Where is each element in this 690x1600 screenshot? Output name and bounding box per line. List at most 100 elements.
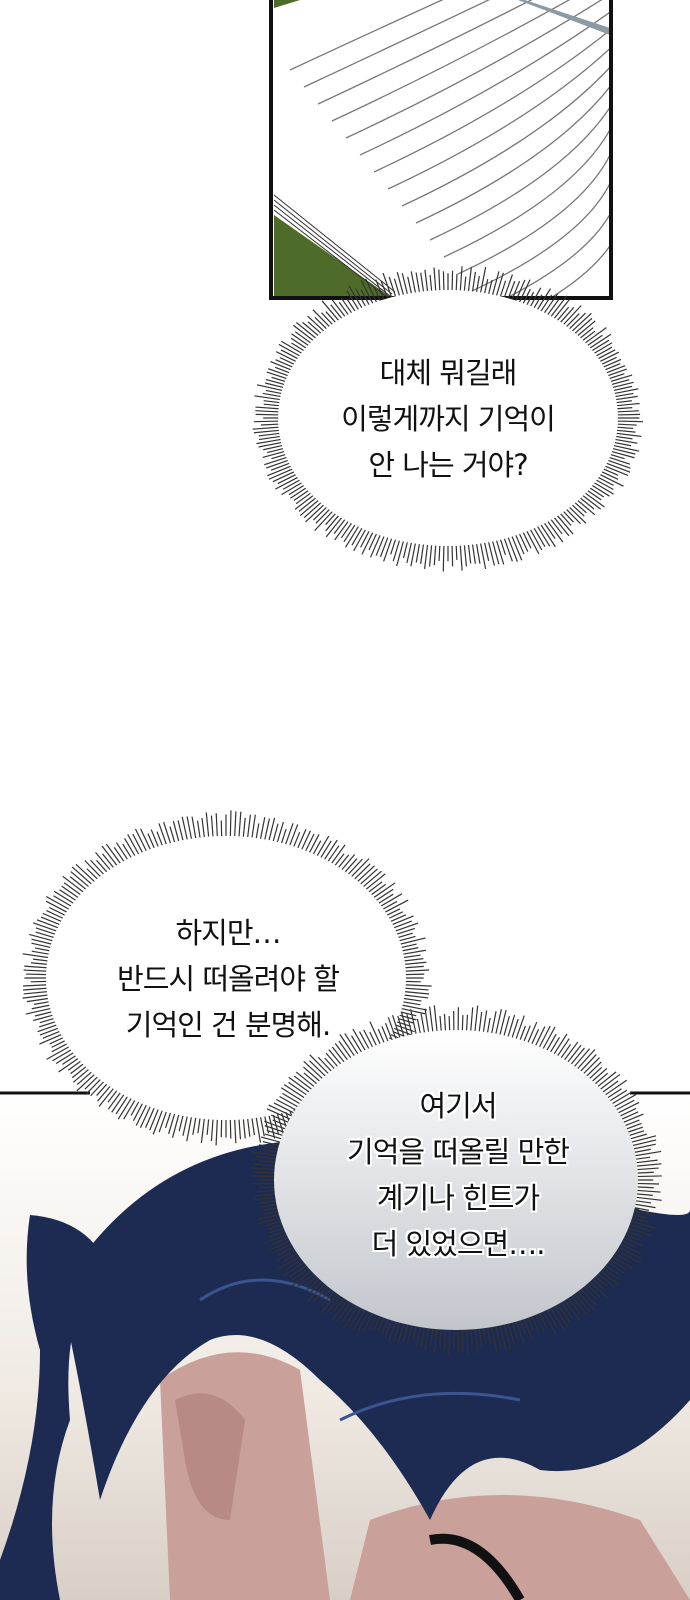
spike xyxy=(535,1027,545,1047)
spike xyxy=(401,948,419,951)
spike xyxy=(187,816,192,840)
spike xyxy=(616,411,639,412)
spike xyxy=(616,408,633,409)
spike xyxy=(285,823,293,846)
spike xyxy=(394,923,418,931)
spike xyxy=(404,966,424,967)
spike xyxy=(636,1183,659,1184)
spike xyxy=(62,1055,77,1065)
spike xyxy=(114,847,125,862)
spike xyxy=(614,396,637,399)
bubble-line: 안 나는 거야? xyxy=(341,442,555,488)
spike xyxy=(616,414,640,415)
spike xyxy=(471,1007,473,1032)
spike xyxy=(484,541,488,561)
spike xyxy=(464,543,466,566)
spike xyxy=(24,970,49,971)
spike xyxy=(479,1012,482,1033)
spike xyxy=(397,540,404,566)
spike xyxy=(434,1005,437,1033)
spike xyxy=(339,302,349,316)
spike xyxy=(289,824,298,847)
spike xyxy=(606,369,626,376)
spike xyxy=(602,468,618,475)
spike xyxy=(141,829,151,851)
spike xyxy=(43,913,63,922)
spike xyxy=(264,401,282,403)
spike xyxy=(612,445,639,451)
spike xyxy=(519,532,528,551)
spike xyxy=(33,959,49,961)
spike xyxy=(452,544,453,566)
spike xyxy=(268,369,289,377)
spike xyxy=(32,951,51,954)
spike xyxy=(27,998,50,1001)
spike xyxy=(235,811,236,838)
spike xyxy=(322,301,340,322)
spike xyxy=(466,1015,467,1032)
spike xyxy=(256,823,259,840)
spike xyxy=(522,531,531,548)
spike xyxy=(594,1073,608,1085)
spike xyxy=(511,535,521,561)
bubble-line: 계기나 힌트가 xyxy=(347,1175,569,1221)
spike xyxy=(321,313,333,326)
spike xyxy=(449,1016,450,1032)
spike xyxy=(202,818,205,839)
panel-book xyxy=(274,0,625,325)
spike xyxy=(305,834,314,852)
spike xyxy=(337,855,348,869)
spike xyxy=(178,820,183,842)
spike xyxy=(425,1009,429,1034)
spike xyxy=(613,442,631,446)
spike xyxy=(347,299,356,312)
spike xyxy=(574,502,587,513)
spike xyxy=(584,328,606,344)
bubble-line: 반드시 떠올려야 할 xyxy=(117,956,339,1002)
spike xyxy=(452,271,453,292)
spike xyxy=(443,271,444,292)
spike xyxy=(604,364,621,371)
spike xyxy=(102,854,114,869)
spike xyxy=(320,841,331,859)
spike xyxy=(550,1037,560,1053)
spike xyxy=(389,915,406,922)
spike xyxy=(605,366,625,374)
spike xyxy=(559,512,571,525)
spike xyxy=(263,393,282,396)
spike xyxy=(615,433,642,436)
bubble-line: 하지만… xyxy=(117,910,339,956)
spike xyxy=(468,543,470,563)
spike xyxy=(198,821,201,840)
spike xyxy=(327,846,339,863)
spike xyxy=(404,970,429,971)
spike xyxy=(370,884,386,895)
spike xyxy=(371,534,381,558)
spike xyxy=(609,375,632,382)
spike xyxy=(38,1024,58,1031)
spike xyxy=(264,818,269,841)
spike xyxy=(97,860,108,873)
spike xyxy=(297,829,306,849)
spike xyxy=(266,390,283,393)
spike xyxy=(309,834,319,854)
spike xyxy=(527,1022,536,1044)
spike xyxy=(29,934,54,941)
spike xyxy=(367,882,382,893)
spike xyxy=(401,950,425,954)
spike xyxy=(560,1044,571,1059)
spike xyxy=(392,921,411,928)
spike xyxy=(483,1010,487,1033)
spike xyxy=(616,421,643,422)
spike xyxy=(33,923,58,932)
spike xyxy=(614,436,632,439)
spike xyxy=(421,1014,425,1034)
spike xyxy=(487,1018,490,1034)
spike xyxy=(403,992,429,995)
spike xyxy=(401,1002,420,1005)
spike xyxy=(254,421,280,422)
spike xyxy=(326,312,337,324)
spike xyxy=(404,988,429,990)
spike xyxy=(403,962,426,964)
spike xyxy=(440,1016,441,1033)
